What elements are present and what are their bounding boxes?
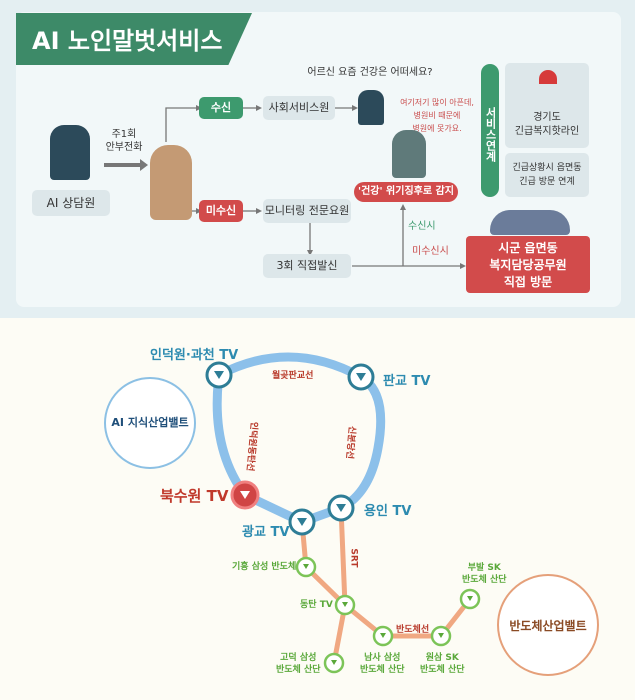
semi-belt-label: 반도체산업밸트 bbox=[509, 619, 587, 633]
label-godeok: 고덕 삼성 반도체 산단 bbox=[276, 653, 321, 675]
weekly-call-label: 주1회 안부전화 bbox=[105, 129, 143, 153]
health-alert-badge: '건강' 위기징후로 감지 bbox=[354, 182, 458, 202]
received-badge: 수신 bbox=[199, 97, 243, 119]
station-buksuwon[interactable] bbox=[230, 480, 260, 510]
elderly-man-icon bbox=[392, 130, 426, 178]
elderly-woman-icon bbox=[150, 145, 192, 220]
label-bubal: 부발 SK 반도체 산단 bbox=[462, 563, 507, 585]
blue-loop-line bbox=[212, 352, 386, 527]
label-pangyo: 판교 TV bbox=[383, 374, 431, 389]
siren-icon bbox=[539, 70, 557, 84]
label-indeogwon: 인덕원·과천 TV bbox=[150, 348, 239, 363]
robot-small-icon bbox=[358, 90, 384, 125]
semi-belt-circle bbox=[497, 574, 599, 676]
stations bbox=[205, 361, 481, 674]
line-srt: SRT bbox=[348, 548, 359, 568]
label-yongin: 용인 TV bbox=[364, 504, 412, 519]
monitoring-box: 모니터링 전문요원 bbox=[263, 199, 351, 223]
line-wolgot: 월곶판교선 bbox=[272, 371, 314, 381]
station-indeogwon[interactable] bbox=[205, 361, 233, 389]
ai-belt-label: AI 지식산업밸트 bbox=[111, 416, 189, 429]
on-received-label: 수신시 bbox=[408, 221, 436, 232]
label-buksuwon: 북수원 TV bbox=[160, 487, 229, 505]
direct-call-box: 3회 직접발신 bbox=[263, 254, 351, 278]
station-pangyo[interactable] bbox=[347, 363, 375, 391]
label-gwanggyo: 광교 TV bbox=[242, 525, 290, 540]
robot-icon bbox=[50, 125, 90, 180]
label-giheung: 기흥 삼성 반도체 bbox=[232, 562, 297, 572]
question-text: 어르신 요즘 건강은 어떠세요? bbox=[307, 67, 433, 78]
on-missed-label: 미수신시 bbox=[412, 246, 449, 257]
service-panel: AI 노인말벗서비스 AI 상담원 주1회 안부전화 수신 미수신 사회서비스원… bbox=[0, 0, 635, 318]
transit-map bbox=[104, 352, 599, 676]
ai-belt-circle bbox=[104, 377, 196, 469]
ai-counselor-box: AI 상담원 bbox=[32, 190, 110, 216]
answer-text: 여기저기 많이 아픈데, 병원비 때문에 병원에 못가요. bbox=[400, 98, 474, 133]
service-link-badge: 서비스연계 bbox=[481, 64, 499, 197]
emergency-box: 긴급상황시 읍면동 긴급 방문 연계 bbox=[505, 153, 589, 197]
label-dongtan: 동탄 TV bbox=[300, 600, 333, 610]
direct-visit-box: 시군 읍면동 복지담당공무원 직접 방문 bbox=[466, 236, 590, 293]
missed-badge: 미수신 bbox=[199, 200, 243, 222]
label-wonsam: 원삼 SK 반도체 산단 bbox=[420, 653, 465, 675]
label-namsa: 남사 삼성 반도체 산단 bbox=[360, 653, 405, 675]
officials-icon bbox=[490, 210, 570, 235]
station-gwanggyo[interactable] bbox=[288, 508, 316, 536]
social-worker-box: 사회서비스원 bbox=[263, 96, 335, 120]
station-yongin[interactable] bbox=[327, 494, 355, 522]
line-semi: 반도체선 bbox=[396, 625, 430, 635]
service-title: AI 노인말벗서비스 bbox=[16, 13, 252, 65]
